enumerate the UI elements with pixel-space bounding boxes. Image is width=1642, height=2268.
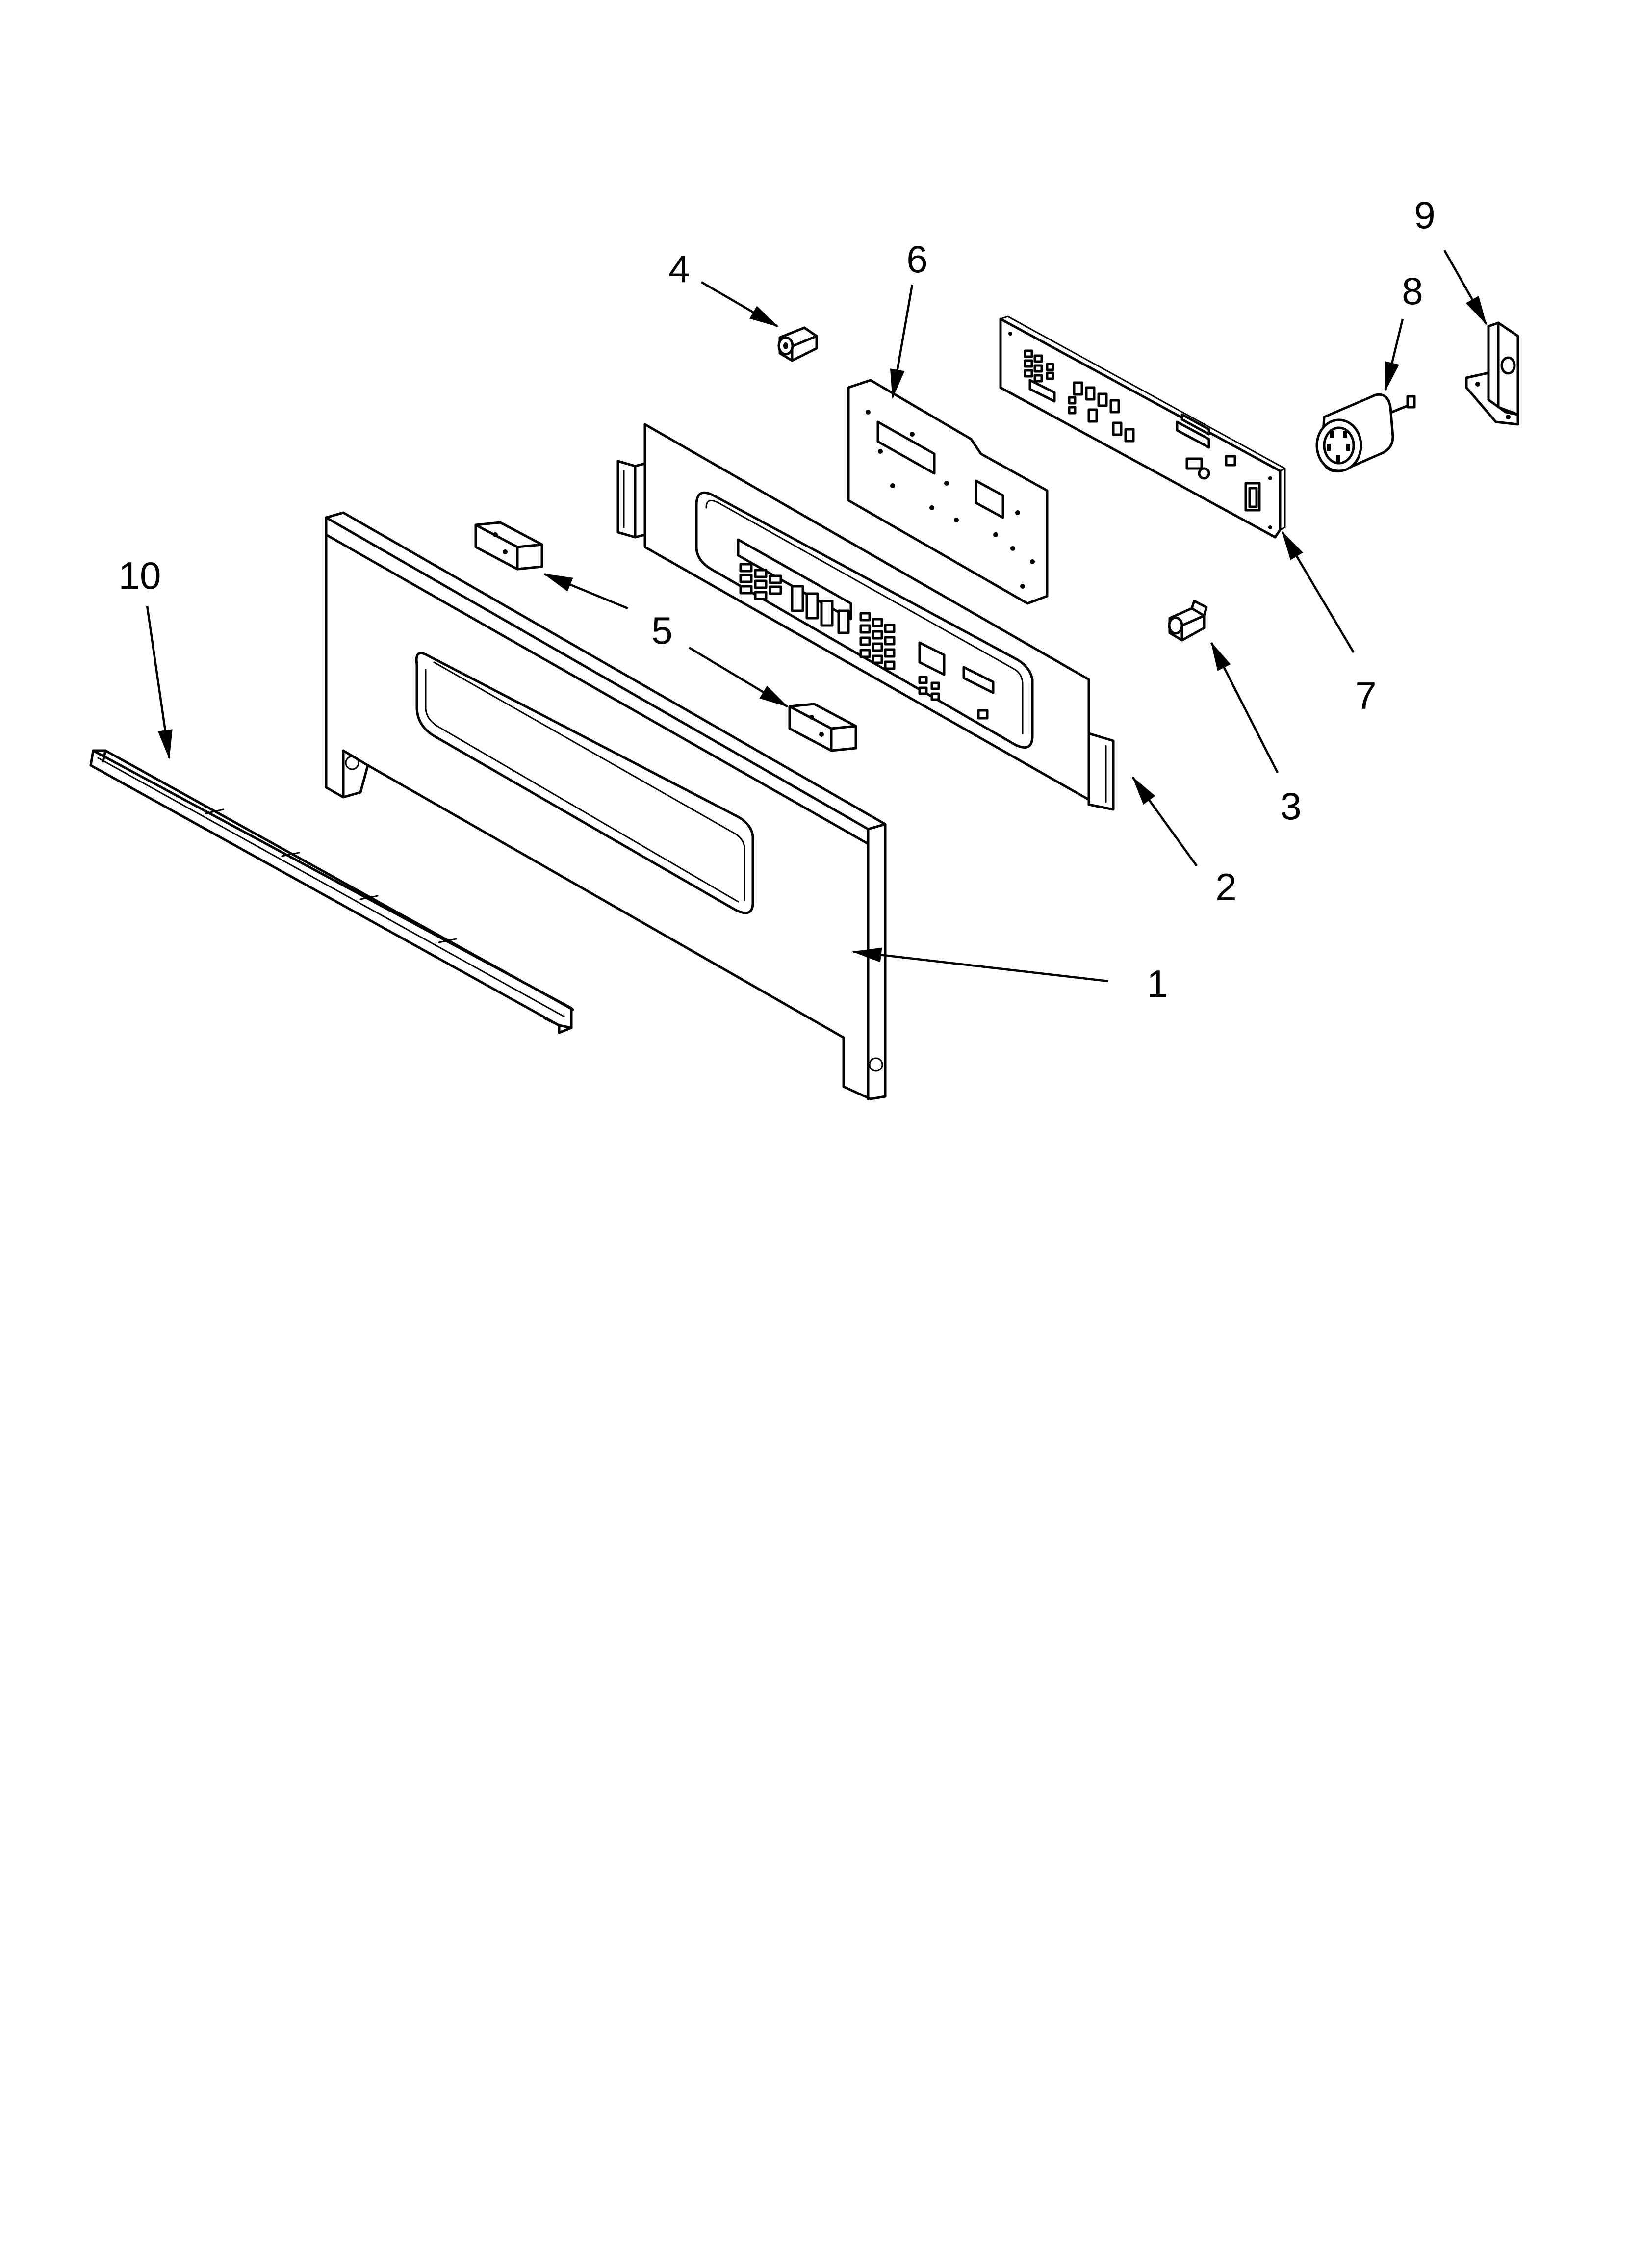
part-9-bracket[interactable] <box>1465 321 1519 426</box>
part-1-control-panel-frame[interactable] <box>325 511 887 1100</box>
part-10-trim-strip[interactable] <box>89 749 574 1034</box>
part-7-control-board[interactable] <box>999 315 1286 539</box>
part-5-foam-block-upper[interactable] <box>474 521 543 571</box>
callout-7: 7 <box>1355 674 1376 717</box>
callout-3: 3 <box>1280 784 1301 828</box>
part-8-connector[interactable] <box>1315 393 1416 473</box>
callout-10: 10 <box>119 554 161 597</box>
callout-2: 2 <box>1215 865 1236 909</box>
callout-5: 5 <box>651 609 672 652</box>
callout-leaders <box>146 249 1487 983</box>
callout-1: 1 <box>1147 962 1168 1005</box>
callout-8: 8 <box>1402 269 1423 313</box>
part-5-foam-block-lower[interactable] <box>788 703 857 752</box>
part-2-overlay-panel[interactable] <box>616 423 1115 811</box>
callout-6: 6 <box>906 237 927 281</box>
callout-9: 9 <box>1414 193 1435 236</box>
callout-labels: 1 2 3 4 5 6 7 8 9 10 <box>119 193 1436 1005</box>
part-4-standoff[interactable] <box>777 326 818 362</box>
part-3-standoff[interactable] <box>1168 600 1208 642</box>
callout-4: 4 <box>668 247 690 290</box>
part-6-insulator-sheet[interactable] <box>847 379 1049 605</box>
